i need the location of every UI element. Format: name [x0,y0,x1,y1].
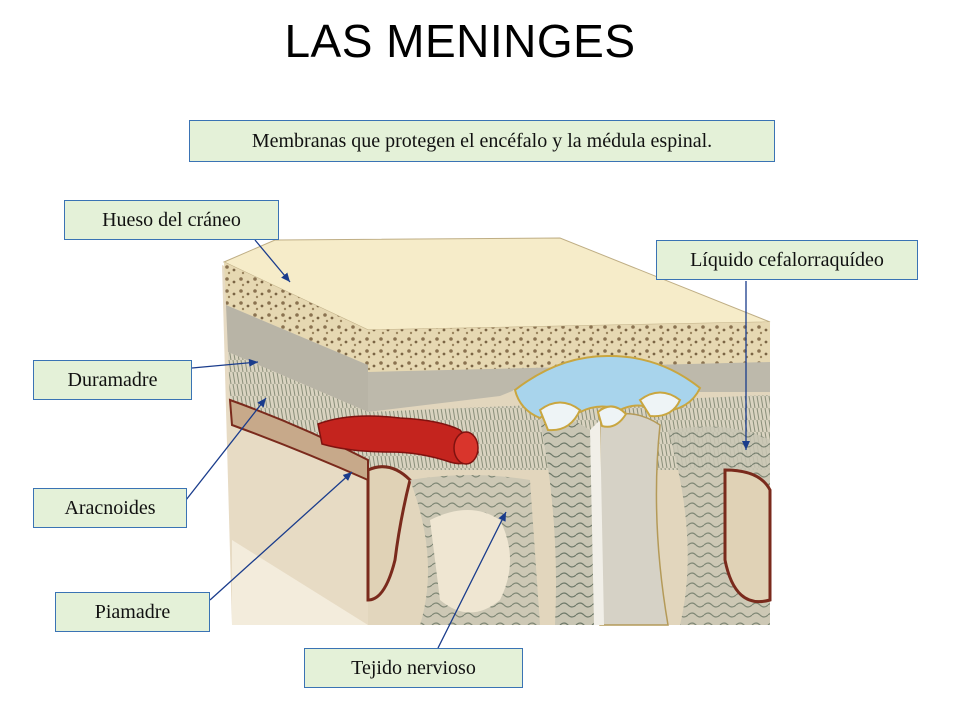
gyrus-right [723,468,772,603]
pointer-tejido [437,511,507,649]
label-aracnoides: Aracnoides [33,488,187,528]
front-face-base [232,540,368,625]
pointer-duramadre [191,358,259,369]
csf-pocket-mid [596,405,628,428]
longitudinal-fissure [540,416,595,625]
label-duramadre: Duramadre [33,360,192,400]
gyrus-left [366,465,412,602]
label-tejido-nervioso: Tejido nervioso [304,648,523,688]
blood-vessel-end [453,431,479,465]
label-piamadre: Piamadre [55,592,210,632]
dura-layer [226,305,368,412]
front-face-fold [228,398,369,482]
label-hueso-del-craneo: Hueso del cráneo [64,200,279,240]
fissure-falx [590,420,604,625]
tissue-light [430,510,510,613]
skull-bone-spongy [224,262,368,365]
pointer-hueso [254,239,291,283]
skull-bone-top [222,237,771,331]
csf-pocket-left [538,401,582,432]
label-liquido-cefalorraquideo: Líquido cefalorraquídeo [656,240,918,280]
csf-pocket-right [638,391,682,418]
subtitle-box: Membranas que protegen el encéfalo y la … [189,120,775,162]
pointer-piamadre [209,471,353,601]
page-title: LAS MENINGES [284,15,636,67]
pointer-aracnoides [185,397,267,501]
skull-bone-spongy-side [368,322,770,372]
